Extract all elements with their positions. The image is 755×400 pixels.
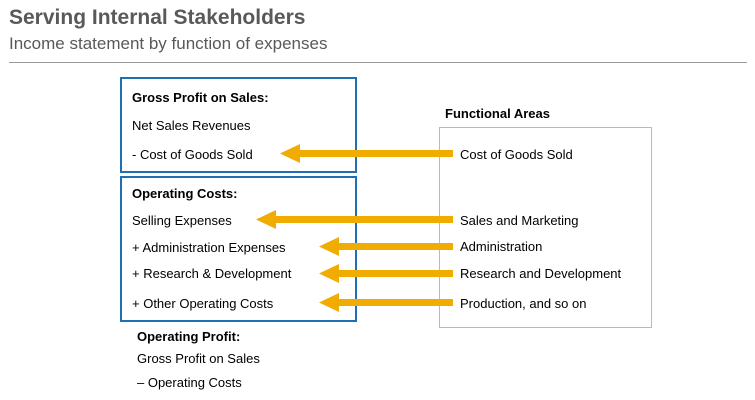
gross-profit-box <box>120 77 357 173</box>
arrow-cogs <box>280 144 453 163</box>
selling-expenses-label: Selling Expenses <box>132 213 232 228</box>
area-production: Production, and so on <box>460 296 587 311</box>
arrow-administration <box>319 237 453 256</box>
area-sales-and-marketing: Sales and Marketing <box>460 213 579 228</box>
net-sales-revenues-label: Net Sales Revenues <box>132 118 251 133</box>
operating-costs-heading: Operating Costs: <box>132 186 238 201</box>
area-administration: Administration <box>460 239 543 254</box>
slide-title: Serving Internal Stakeholders <box>9 6 306 29</box>
research-development-label: + Research & Development <box>132 266 292 281</box>
operating-profit-heading: Operating Profit: <box>137 329 241 344</box>
administration-expenses-label: + Administration Expenses <box>132 240 286 255</box>
other-operating-costs-label: + Other Operating Costs <box>132 296 274 311</box>
cost-of-goods-sold-label: - Cost of Goods Sold <box>132 147 253 162</box>
title-divider <box>9 62 747 63</box>
area-cost-of-goods-sold: Cost of Goods Sold <box>460 147 573 162</box>
operating-profit-line-1: Gross Profit on Sales <box>137 351 260 366</box>
arrow-sales-marketing <box>256 210 453 229</box>
slide-subtitle: Income statement by function of expenses <box>9 34 328 53</box>
gross-profit-heading: Gross Profit on Sales: <box>132 90 269 105</box>
arrow-production <box>319 293 453 312</box>
functional-areas-box <box>439 127 652 328</box>
area-research-and-development: Research and Development <box>460 266 622 281</box>
arrow-research-development <box>319 264 453 283</box>
operating-profit-line-2: – Operating Costs <box>137 375 242 390</box>
functional-areas-heading: Functional Areas <box>445 106 550 121</box>
